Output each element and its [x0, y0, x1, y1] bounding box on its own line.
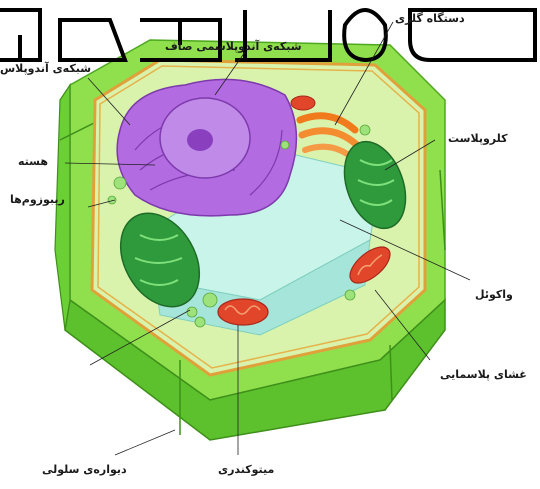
ribosome — [114, 177, 126, 189]
cell-wall-left-face — [55, 85, 70, 330]
label-nucleus: هسته — [18, 155, 48, 168]
mitochondrion-bottom — [218, 299, 268, 325]
label-rough-er: شبکه‌ی آندوپلاس — [0, 62, 91, 75]
ribosome — [281, 141, 289, 149]
label-mitochondria: میتوکندری — [218, 463, 274, 476]
label-vacuole: واکوئل — [475, 288, 513, 301]
label-ribosomes: ریبوزوم‌ها — [10, 193, 65, 206]
leader-cell-wall — [115, 430, 175, 455]
nucleolus — [187, 129, 213, 151]
label-cell-wall: دیواره‌ی سلولی — [42, 463, 127, 476]
label-golgi: دستگاه گلژی — [395, 12, 465, 25]
label-chloroplast: کلروپلاست — [448, 132, 508, 145]
ribosome — [345, 290, 355, 300]
watermark-stroke-2 — [60, 20, 125, 60]
label-plasma-membrane: غشای پلاسمایی — [440, 368, 527, 381]
mitochondrion-top — [291, 96, 315, 110]
ribosome — [203, 293, 217, 307]
ribosome — [187, 307, 197, 317]
mitochondrion-bottom-body — [218, 299, 268, 325]
mitochondrion-top-body — [291, 96, 315, 110]
nucleus-group — [117, 79, 296, 215]
label-smooth-er: شبکه‌ی آندوپلاسمی صاف — [165, 40, 302, 53]
ribosome — [195, 317, 205, 327]
watermark-stroke-1 — [0, 10, 40, 60]
ribosome — [360, 125, 370, 135]
